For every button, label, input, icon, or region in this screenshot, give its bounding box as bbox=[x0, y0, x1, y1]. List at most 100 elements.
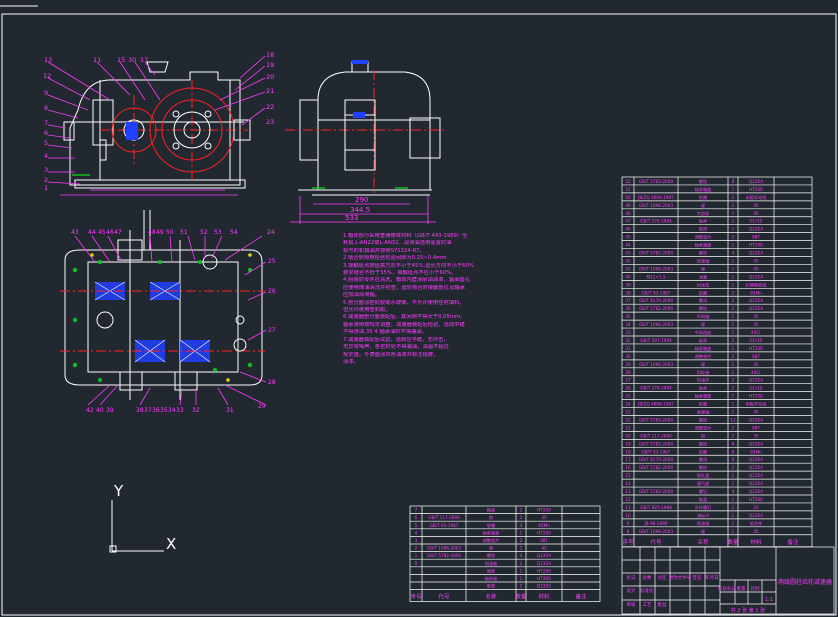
top-leaders bbox=[74, 235, 267, 406]
title-block-label: 设计 bbox=[627, 587, 636, 594]
top-balloon-45: 45 bbox=[98, 229, 106, 236]
bom-cell: 调整垫片 bbox=[695, 234, 712, 241]
bom-cell: 3 bbox=[415, 538, 418, 543]
bom-cell: 2 bbox=[732, 219, 735, 224]
bom-cell: HT200 bbox=[749, 243, 763, 248]
bom-cell: 65Mn bbox=[538, 523, 550, 528]
bom-cell: 52 bbox=[625, 179, 631, 184]
front-balloon-2: 2 bbox=[44, 176, 48, 184]
bom-cell: 2 bbox=[732, 354, 735, 359]
bom-cell: 27 bbox=[625, 378, 631, 383]
bom-cell: 调整垫片 bbox=[695, 353, 712, 360]
front-balloon-1: 1 bbox=[44, 184, 48, 192]
bom-cell: HT200 bbox=[537, 508, 551, 513]
front-leaders bbox=[47, 55, 266, 196]
bom-cell: 45 bbox=[753, 203, 759, 208]
bom-cell: Q235A bbox=[749, 306, 763, 311]
ucs-y-label: Y bbox=[114, 482, 124, 500]
bom-cell: 41 bbox=[625, 266, 631, 271]
bom-cell: 35 bbox=[753, 433, 759, 438]
bom-cell: 1 bbox=[732, 227, 735, 232]
bom-cell: GB/T 297-1994 bbox=[640, 338, 672, 343]
bom-cell: 1 bbox=[732, 402, 735, 407]
bom-cell: Q235A bbox=[749, 457, 763, 462]
bom-header-cell: 代号 bbox=[650, 538, 662, 546]
note-line: 规定值。外表面涂灰色油漆并标注铭牌， bbox=[343, 351, 439, 358]
top-balloon-26: 26 bbox=[268, 288, 276, 295]
top-balloon-29: 29 bbox=[258, 403, 266, 410]
bom-cell: 1 bbox=[732, 322, 735, 327]
bom-cell: 2 bbox=[520, 561, 523, 566]
note-line: 但允许使用密封胶。 bbox=[343, 307, 391, 314]
bom-cell: 轴承 bbox=[699, 385, 708, 392]
bom-cell: HT200 bbox=[749, 346, 763, 351]
bom-cell: JB/ZQ 4606-1997 bbox=[637, 195, 674, 200]
ucs-icon bbox=[109, 500, 164, 553]
title-block-label: 审核 bbox=[627, 601, 636, 608]
bom-cell: 1 bbox=[732, 195, 735, 200]
front-balloon-13: 13 bbox=[44, 56, 52, 64]
bom-cell: Q235A bbox=[749, 298, 763, 303]
bom-cell: 1 bbox=[732, 473, 735, 478]
title-block-label: 标准化 bbox=[640, 587, 654, 594]
bom-cell: GB/T 117-2000 bbox=[640, 433, 672, 438]
bom-cell: GB/T 276-1994 bbox=[640, 386, 672, 391]
top-balloon-51: 51 bbox=[180, 229, 188, 236]
bom-cell: 1 bbox=[732, 243, 735, 248]
bom-cell: 1 bbox=[732, 187, 735, 192]
bom-cell: 石棉橡胶纸 bbox=[746, 281, 768, 288]
bom-cell: 2 bbox=[732, 290, 735, 295]
bom-cell: 1 bbox=[520, 530, 523, 535]
bom-cell: 2 bbox=[732, 386, 735, 391]
bom-cell: 垫圈 bbox=[699, 289, 707, 296]
bom-cell: 43 bbox=[625, 251, 631, 256]
bom-cell: HT200 bbox=[749, 497, 763, 502]
technical-requirements: 1.箱体部分采用普通铸铁材料（GB/T 443-1989）全 耗损,L-AN22… bbox=[343, 233, 485, 366]
front-balloon-3: 3 bbox=[44, 166, 48, 174]
bom-cell: 1 bbox=[732, 211, 735, 216]
note-line: 轴承游隙按规定调整，减速器装配后检验，运动平稳 bbox=[343, 321, 465, 328]
bom-cell: GB/T 5783-2000 bbox=[639, 179, 674, 184]
title-block-label: 工艺 bbox=[643, 602, 652, 608]
bom-cell: 45 bbox=[753, 211, 759, 216]
bom-cell: 45 bbox=[753, 258, 759, 263]
front-balloon-9: 9 bbox=[44, 89, 48, 97]
bom-cell: 挡油环 bbox=[697, 377, 710, 384]
top-balloon-47: 47 bbox=[114, 229, 122, 236]
bom-cell: 吊环螺钉 bbox=[695, 504, 713, 511]
bom-cell: 13 bbox=[625, 489, 631, 494]
bom-cell: 2 bbox=[520, 584, 523, 589]
bom-cell: 螺栓 bbox=[487, 552, 496, 559]
bom-cell: 封油垫 bbox=[697, 281, 710, 288]
bom-cell: 2 bbox=[732, 298, 735, 303]
front-balloon-22: 22 bbox=[266, 103, 274, 111]
bom-cell: 视孔盖 bbox=[697, 472, 710, 479]
bom-cell: 垫圈 bbox=[699, 448, 707, 455]
bom-header: 序号代号名称数量材料备注 bbox=[410, 593, 587, 601]
bom-cell: 通气器 bbox=[697, 480, 710, 487]
side-dim-290: 290 bbox=[355, 196, 368, 204]
bom-cell: 2 bbox=[732, 505, 735, 510]
front-balloon-7: 7 bbox=[44, 119, 48, 127]
bom-cell: 0 bbox=[415, 561, 418, 566]
bom-cell: 11 bbox=[625, 505, 631, 510]
note-line: 2.啮合侧隙用铅丝检验间隙为0.25~0.4mm bbox=[343, 255, 447, 262]
